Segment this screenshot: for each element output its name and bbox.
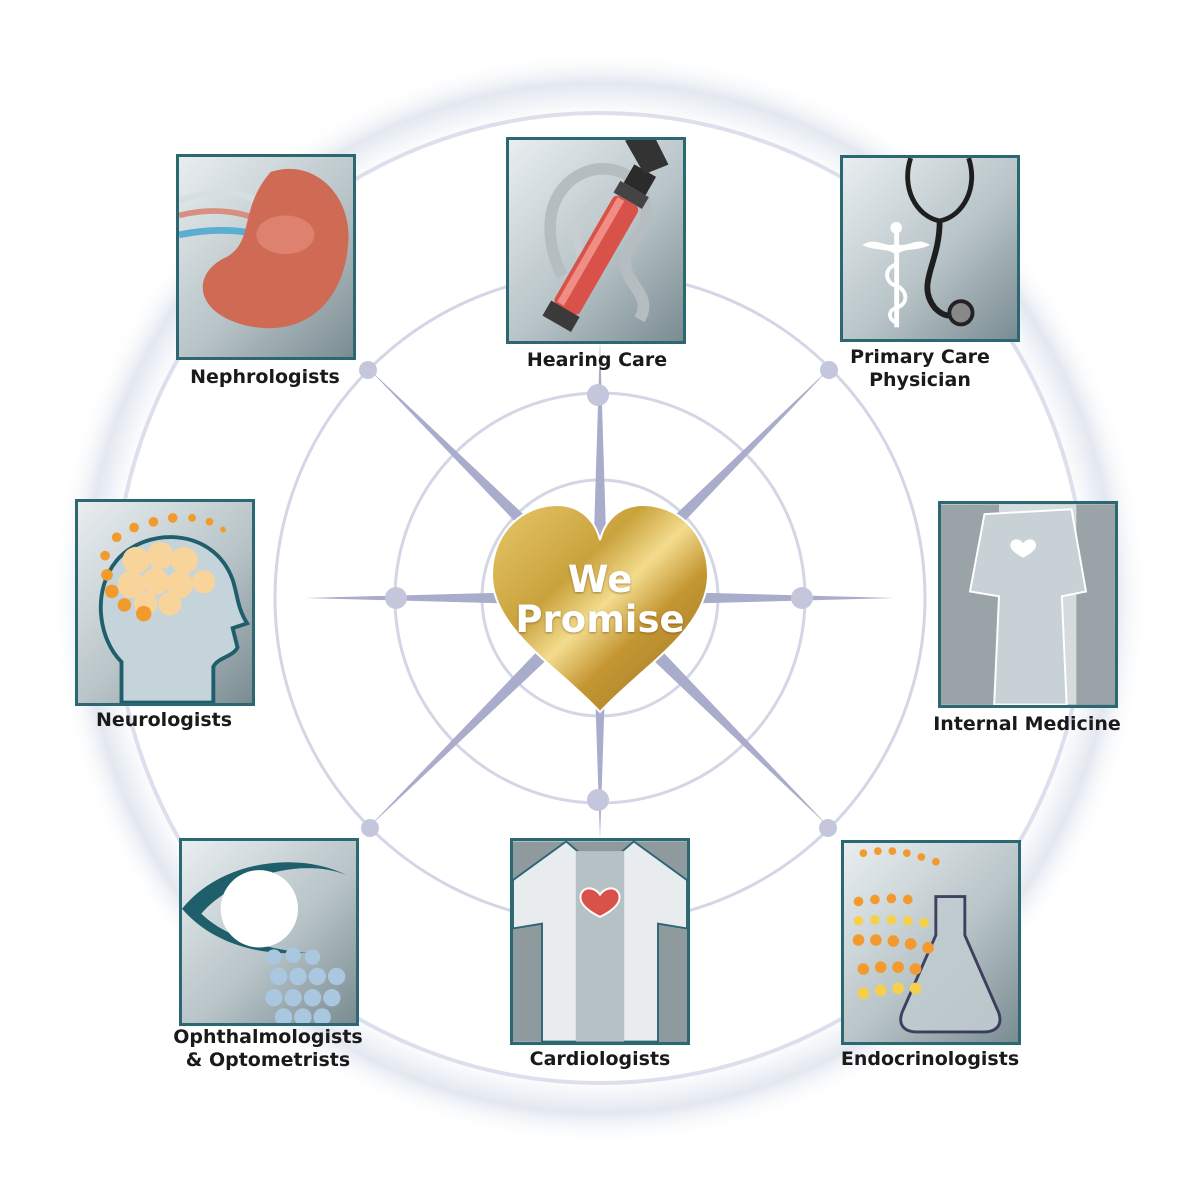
tile-primary-care (840, 155, 1020, 342)
spoke-nodes (359, 361, 838, 837)
gown-heart-icon (941, 504, 1115, 705)
tile-nephrologists (176, 154, 356, 360)
stethoscope-caduceus-icon (862, 158, 975, 328)
label-ophthalmologists: Ophthalmologists & Optometrists (173, 1026, 363, 1071)
label-primary-care: Primary Care Physician (850, 346, 990, 391)
otoscope-ear-icon (542, 140, 669, 333)
tile-hearing-care (506, 137, 686, 344)
head-brain-icon (98, 513, 251, 703)
label-internal-medicine: Internal Medicine (933, 713, 1121, 735)
tile-internal-medicine (938, 501, 1118, 708)
label-endocrinologists: Endocrinologists (840, 1048, 1020, 1070)
kidney-icon (179, 168, 349, 329)
center-line-2: Promise (515, 598, 685, 641)
tile-cardiologists (510, 838, 690, 1045)
tile-ophthalmologists (179, 838, 359, 1026)
coat-heart-icon (513, 841, 687, 1042)
tile-neurologists (75, 499, 255, 706)
label-hearing-care: Hearing Care (526, 349, 668, 371)
eye-icon (182, 862, 347, 1023)
label-neurologists: Neurologists (95, 709, 233, 731)
label-nephrologists: Nephrologists (190, 366, 340, 388)
center-line-1: We (567, 558, 633, 601)
center-promise-text: We Promise (500, 560, 700, 640)
heart-icon (490, 503, 710, 714)
tile-endocrinologists (841, 840, 1021, 1045)
label-cardiologists: Cardiologists (529, 1048, 671, 1070)
flask-dots-icon (852, 847, 1002, 1034)
